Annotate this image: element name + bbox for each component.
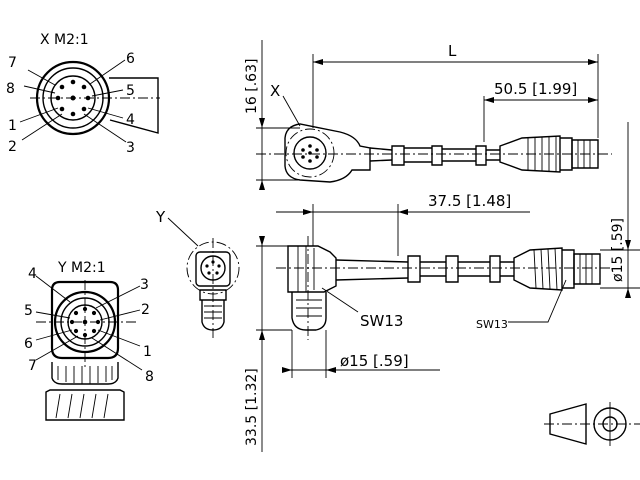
detail-x-pin-label: 2 [8,139,17,155]
angled-assembly-plug [513,247,601,291]
detail-y-pin-label: 1 [143,344,152,360]
detail-y-view: Y M2:1 [24,260,154,421]
detail-x-pin-label: 1 [8,118,17,134]
detail-x-pin-label: 8 [6,81,15,97]
detail-x-pin-label: 3 [126,140,135,156]
detail-x-view: X M2:1 7 8 1 [6,32,160,156]
angled-assembly-cable [335,255,514,283]
callouts [167,95,567,323]
projection-symbol-icon [544,402,640,446]
detail-y-connector-face [36,280,136,421]
callout-y: Y [155,208,166,226]
detail-x-pin-label: 5 [126,83,135,99]
dimension-length-l: L [448,42,457,60]
detail-x-pin-leaders [19,59,127,143]
detail-y-pin-label: 7 [28,358,37,374]
detail-y-title: Y M2:1 [57,260,106,276]
dimension-lines [256,40,640,452]
angled-assembly-head [287,236,337,340]
detail-x-pin-label: 6 [126,51,135,67]
straight-assembly-angled-head [284,123,371,183]
detail-y-pin-label: 2 [141,302,150,318]
dimension-angled-height: 33.5 [1.32] [244,368,260,446]
angled-head-side-view [186,238,240,340]
dimension-diameter-right: ø15 [.59] [610,218,626,282]
detail-y-pin-label: 8 [145,369,154,385]
dimension-diameter-bottom: ø15 [.59] [340,352,409,370]
dimension-straight-tail: 50.5 [1.99] [494,80,577,98]
callout-x: X [270,82,280,100]
callout-wrench-size-mid: SW13 [360,312,403,330]
dimension-angled-tail: 37.5 [1.48] [428,192,511,210]
detail-x-pin-label: 7 [8,55,17,71]
detail-y-pin-label: 3 [140,277,149,293]
detail-y-pin-leaders [35,275,143,371]
detail-y-pin-label: 6 [24,336,33,352]
detail-y-pin-label: 4 [28,266,37,282]
straight-assembly-cable [369,145,500,166]
detail-x-pin-label: 4 [126,112,135,128]
angled-cable-assembly [276,236,612,340]
straight-cable-assembly [256,123,612,183]
detail-x-connector-face [30,60,160,136]
detail-y-pin-label: 5 [24,303,33,319]
callout-wrench-size-right: SW13 [476,318,508,331]
detail-x-title: X M2:1 [40,32,89,48]
dimension-straight-height: 16 [.63] [244,59,260,114]
